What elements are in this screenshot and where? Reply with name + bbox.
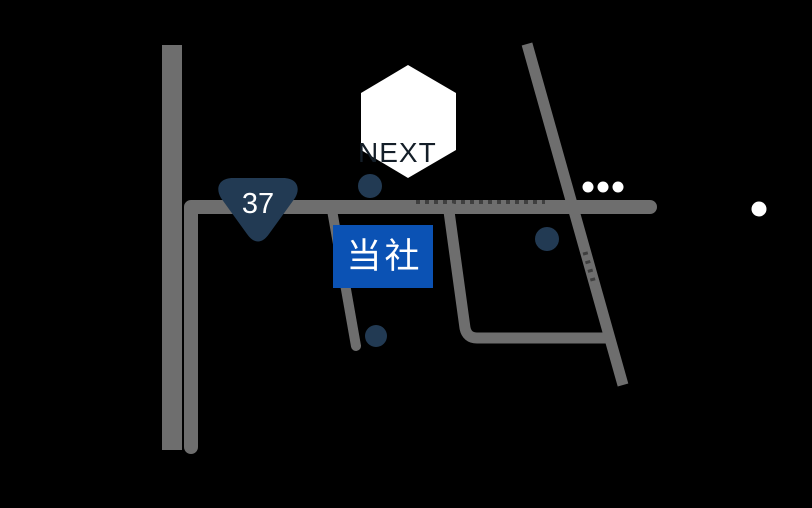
white-dot-2: [597, 181, 609, 193]
poi-dot-bottom: [365, 325, 387, 347]
route-badge-icon: [218, 178, 298, 242]
poi-dot-right: [535, 227, 559, 251]
white-dot-cluster: [582, 181, 624, 193]
company-label: 当社: [346, 237, 423, 276]
railway-ticks-diagonal-road: [582, 251, 597, 285]
road-main-horizontal: [184, 200, 657, 454]
road-vertical-left: [162, 45, 182, 450]
white-dot-1: [582, 181, 594, 193]
poi-dot-top: [358, 174, 382, 198]
road-diagonal-long: [521, 42, 629, 387]
route-badge-number: 37: [241, 188, 275, 220]
hexagon-landmark-label: NEXT: [358, 137, 437, 168]
road-branch-lower-block: [442, 203, 608, 344]
white-dot-far-right: [751, 201, 767, 217]
white-dot-3: [612, 181, 624, 193]
hexagon-landmark-icon: [361, 65, 456, 178]
company-location-box: 当社: [333, 225, 433, 288]
